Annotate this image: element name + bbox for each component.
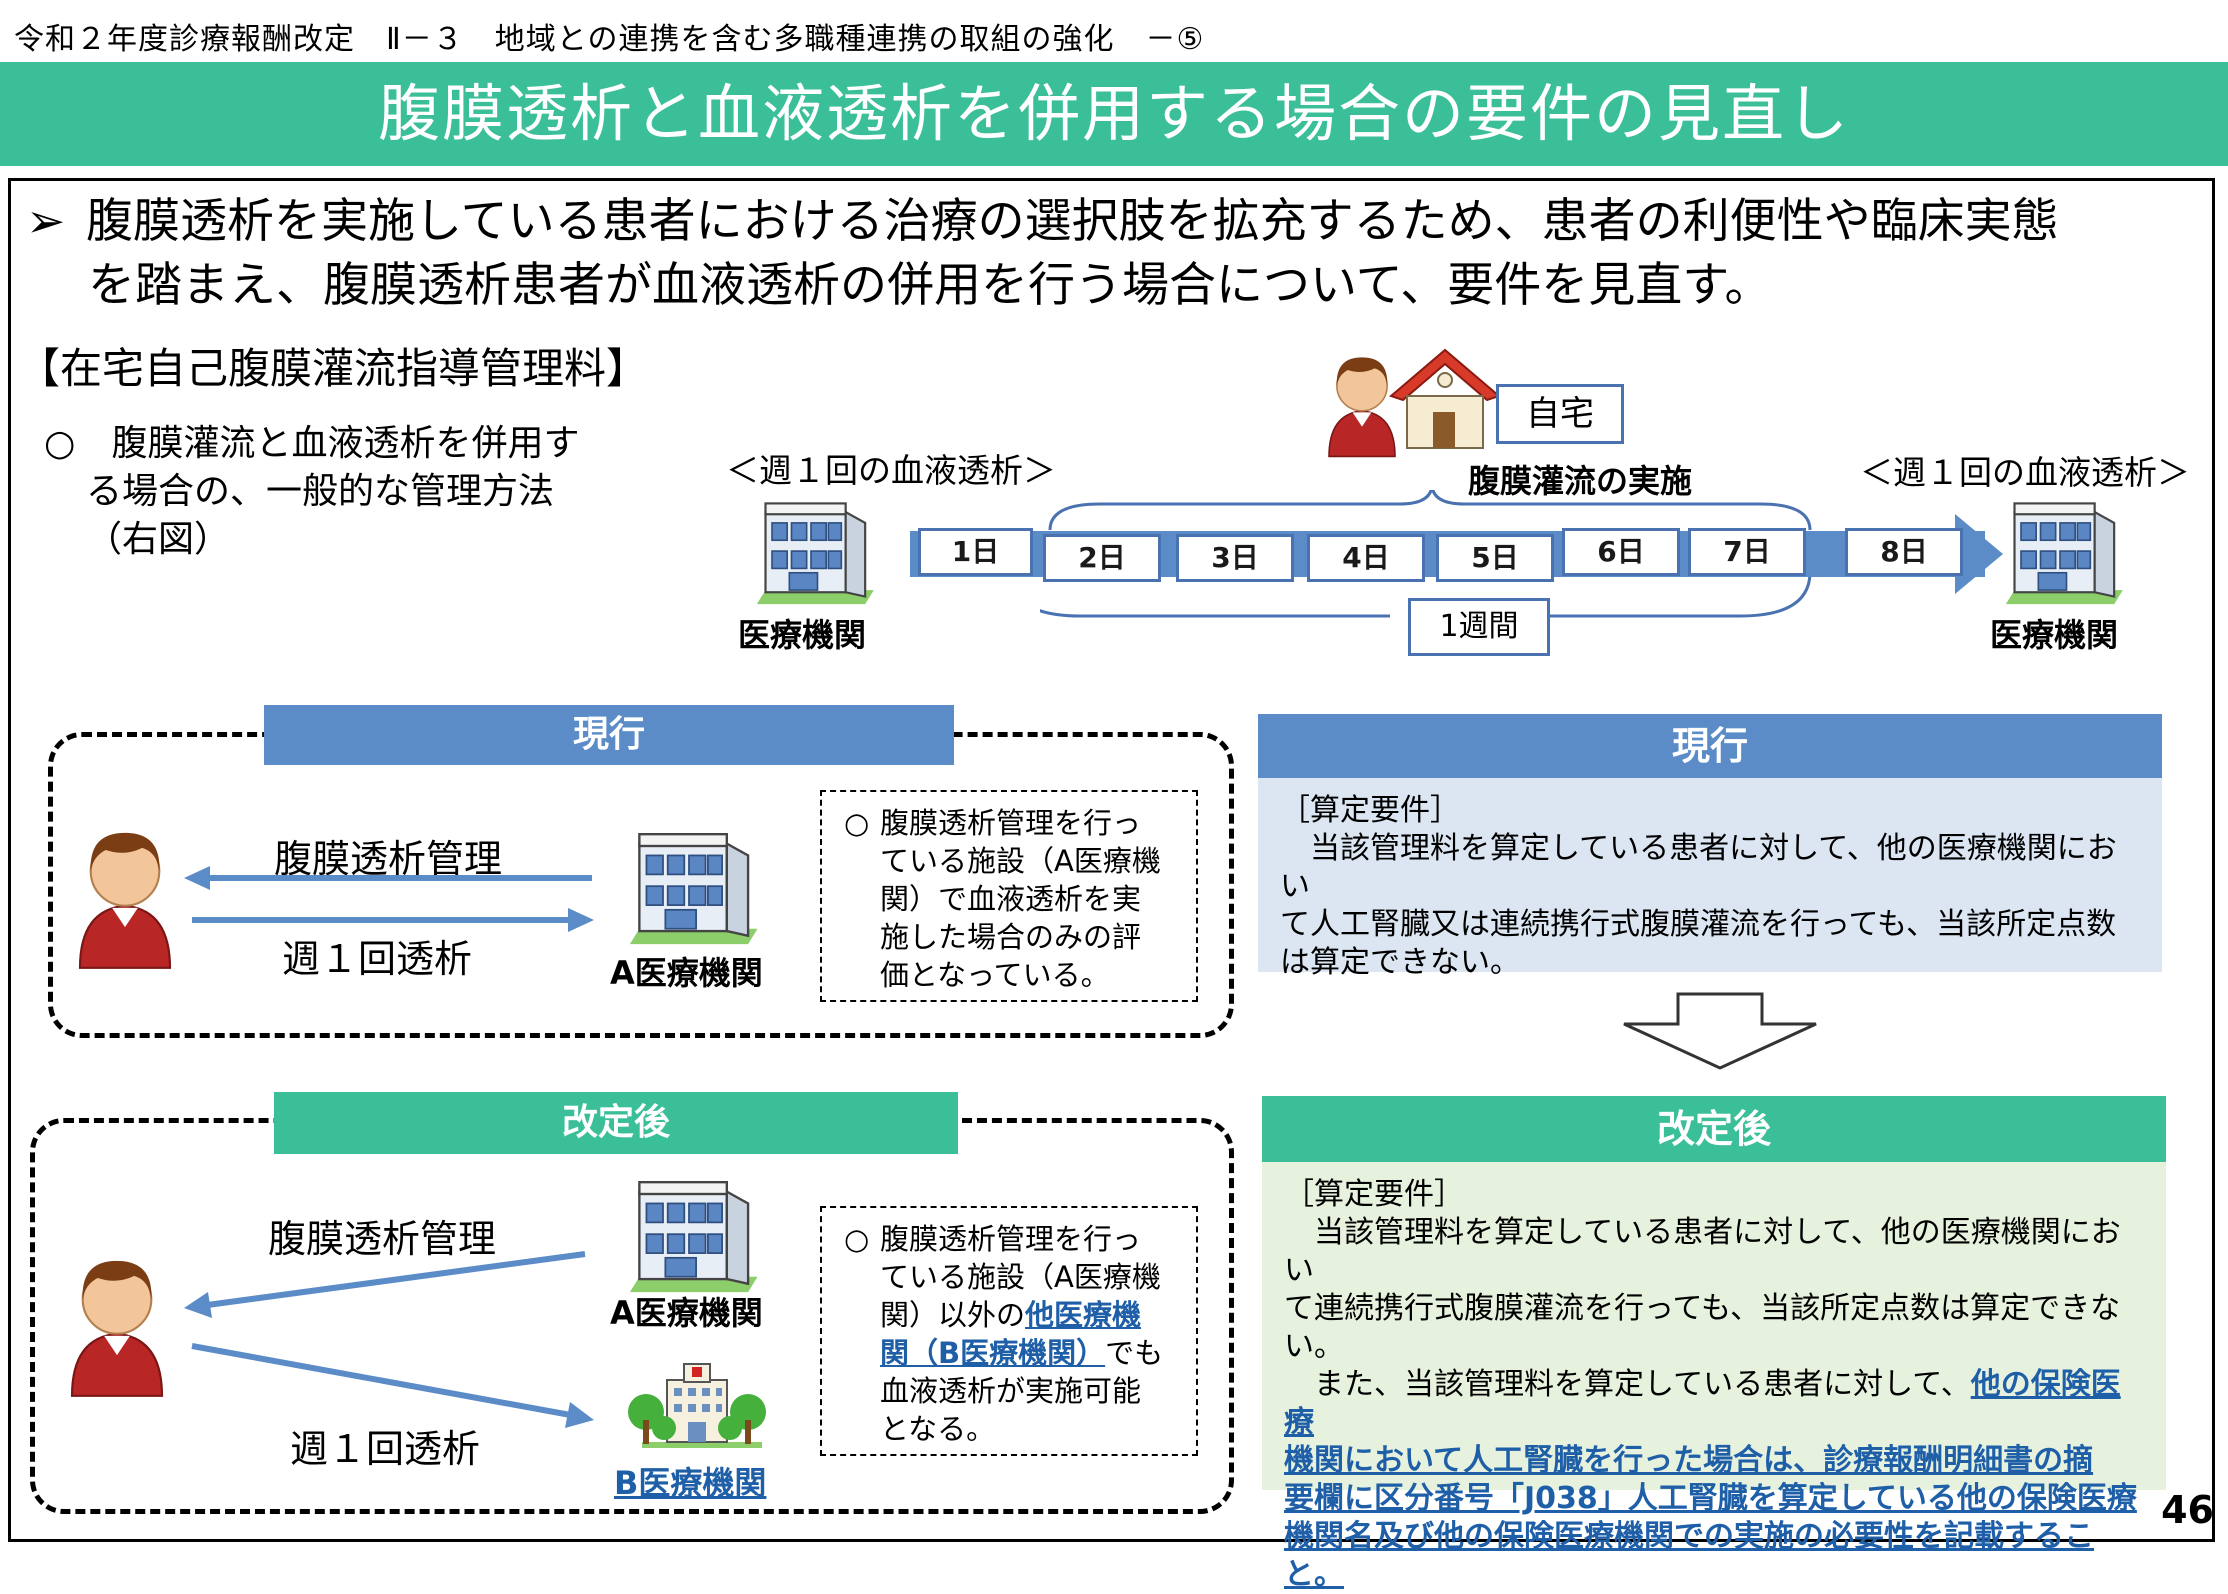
home-house-icon <box>1389 348 1501 449</box>
current-requirements-panel: ［算定要件］ 当該管理料を算定している患者に対して、他の医療機関におい て人工腎… <box>1258 778 2162 980</box>
revised-arrows <box>184 1251 594 1428</box>
right-week-label: ＜週１回の血液透析＞ <box>1860 453 2190 492</box>
current-right-header: 現行 <box>1258 714 2162 778</box>
current-facility-label: A医療機関 <box>610 954 763 992</box>
other-facility-highlight: 他医療機 <box>1025 1298 1142 1332</box>
home-caption: 腹膜灌流の実施 <box>1468 462 1693 500</box>
left-week-label: ＜週１回の血液透析＞ <box>726 451 1056 490</box>
requirement-line: は算定できない。 <box>1280 945 1520 980</box>
hospital-building-icon <box>614 1168 764 1298</box>
current-arrows <box>184 866 594 932</box>
hospital-b-icon <box>622 1350 772 1450</box>
current-arrow-bottom-label: 週１回透析 <box>282 937 473 981</box>
current-note-line: 施した場合のみの評 <box>880 920 1142 954</box>
section-label: 【在宅自己腹膜灌流指導管理料】 <box>18 344 649 393</box>
requirement-label: ［算定要件］ <box>1280 793 1460 828</box>
page-title: 腹膜透析と血液透析を併用する場合の要件の見直し <box>0 62 2228 166</box>
revised-note-text: 関）以外の <box>880 1298 1026 1332</box>
summary-bullet: ➢ 腹膜透析を実施している患者における治療の選択肢を拡充するため、患者の利便性や臨… <box>26 190 2206 318</box>
breadcrumb: 令和２年度診療報酬改定 Ⅱ－３ 地域との連携を含む多職種連携の取組の強化 －⑤ <box>14 22 1205 57</box>
requirement-text: また、当該管理料を算定している患者に対して、 <box>1284 1367 1971 1402</box>
home-label: 自宅 <box>1496 384 1624 444</box>
down-arrow-icon <box>1623 992 1817 1070</box>
revised-note-line: 関（B医療機関）でも <box>880 1334 1182 1372</box>
circle-bullet-icon: ○ <box>44 423 76 464</box>
method-note: ○ 腹膜灌流と血液透析を併用す る場合の、一般的な管理方法 （右図） <box>44 420 644 564</box>
method-note-line-3: （右図） <box>86 519 231 560</box>
hospital-building-icon <box>614 820 764 950</box>
left-facility-label: 医療機関 <box>738 616 867 654</box>
current-note-line: ている施設（A医療機 <box>880 844 1161 878</box>
day-box: 1日 <box>918 528 1033 576</box>
summary-line-1: 腹膜透析を実施している患者における治療の選択肢を拡充するため、患者の利便性や臨床… <box>86 194 2059 249</box>
requirement-line: い。 <box>1284 1329 1344 1364</box>
facility-b-label: B医療機関 <box>614 1464 767 1502</box>
requirement-line: て連続携行式腹膜灌流を行っても、当該所定点数は算定できな <box>1284 1291 2121 1326</box>
day-box: 5日 <box>1436 534 1554 582</box>
timeline-arrowhead-icon <box>1955 514 2003 594</box>
patient-person-icon <box>70 820 180 970</box>
current-arrow-top-label: 腹膜透析管理 <box>274 837 503 881</box>
current-note-line: 関）で血液透析を実 <box>880 882 1142 916</box>
revised-note-line: 腹膜透析管理を行っ <box>880 1222 1142 1256</box>
requirement-label: ［算定要件］ <box>1284 1177 1464 1212</box>
revised-right-header: 改定後 <box>1262 1096 2166 1162</box>
day-box: 8日 <box>1845 528 1963 576</box>
current-note-box: ○ 腹膜透析管理を行っ ている施設（A医療機 関）で血液透析を実 施した場合のみ… <box>820 790 1198 1002</box>
revised-arrow-top-label: 腹膜透析管理 <box>268 1217 497 1261</box>
schedule-braces <box>1040 490 1812 618</box>
circle-bullet-icon: ○ <box>844 806 870 840</box>
day-box: 6日 <box>1562 528 1680 576</box>
new-requirement-highlight: 要欄に区分番号「J038」人工腎臓を算定している他の保険医療 <box>1284 1481 2137 1516</box>
revised-note-line: ている施設（A医療機 <box>880 1260 1161 1294</box>
requirement-line: 当該管理料を算定している患者に対して、他の医療機関におい <box>1284 1215 2121 1288</box>
new-requirement-highlight: 機関において人工腎臓を行った場合は、診療報酬明細書の摘 <box>1284 1443 2094 1478</box>
revised-note-line: 関）以外の他医療機 <box>880 1296 1182 1334</box>
requirement-line: 当該管理料を算定している患者に対して、他の医療機関におい <box>1280 831 2117 904</box>
day-box: 2日 <box>1043 534 1161 582</box>
patient-person-icon <box>62 1248 172 1398</box>
right-facility-label: 医療機関 <box>1990 616 2119 654</box>
current-note-line: 腹膜透析管理を行っ <box>880 806 1142 840</box>
revised-note-line: となる。 <box>880 1412 996 1446</box>
facility-a-label: A医療機関 <box>610 1294 763 1332</box>
revised-requirements-panel: ［算定要件］ 当該管理料を算定している患者に対して、他の医療機関におい て連続携… <box>1262 1162 2166 1592</box>
hospital-building-icon <box>1995 490 2125 610</box>
revised-note-text: でも <box>1105 1336 1164 1370</box>
day-box: 4日 <box>1307 534 1425 582</box>
arrow-bullet-icon: ➢ <box>26 194 66 249</box>
summary-line-2: を踏まえ、腹膜透析患者が血液透析の併用を行う場合について、要件を見直す。 <box>88 258 1772 313</box>
hospital-building-icon <box>746 490 876 610</box>
new-requirement-highlight: 機関名及び他の保険医療機関での実施の必要性を記載すること。 <box>1284 1519 2094 1592</box>
day-box: 7日 <box>1688 528 1806 576</box>
revised-note-box: ○ 腹膜透析管理を行っ ている施設（A医療機 関）以外の他医療機 関（B医療機関… <box>820 1206 1198 1456</box>
requirement-line: また、当該管理料を算定している患者に対して、他の保険医療 <box>1284 1366 2144 1442</box>
revised-note-line: 血液透析が実施可能 <box>880 1374 1142 1408</box>
week-span-label: 1週間 <box>1408 598 1550 656</box>
day-box: 3日 <box>1176 534 1294 582</box>
new-requirement-highlight: 他の保険医療 <box>1284 1367 2121 1440</box>
facility-b-highlight: 関（B医療機関） <box>880 1336 1106 1370</box>
page-number: 46 <box>2161 1488 2214 1532</box>
method-note-line-1: 腹膜灌流と血液透析を併用す <box>111 423 580 464</box>
requirement-line: て人工腎臓又は連続携行式腹膜灌流を行っても、当該所定点数 <box>1280 907 2117 942</box>
content-frame <box>8 178 2215 1542</box>
current-left-header: 現行 <box>264 705 954 765</box>
revised-arrow-bottom-label: 週１回透析 <box>290 1427 481 1471</box>
method-note-line-2: る場合の、一般的な管理方法 <box>86 471 555 512</box>
revised-left-header: 改定後 <box>274 1092 958 1154</box>
circle-bullet-icon: ○ <box>844 1222 870 1256</box>
current-note-line: 価となっている。 <box>880 958 1110 992</box>
